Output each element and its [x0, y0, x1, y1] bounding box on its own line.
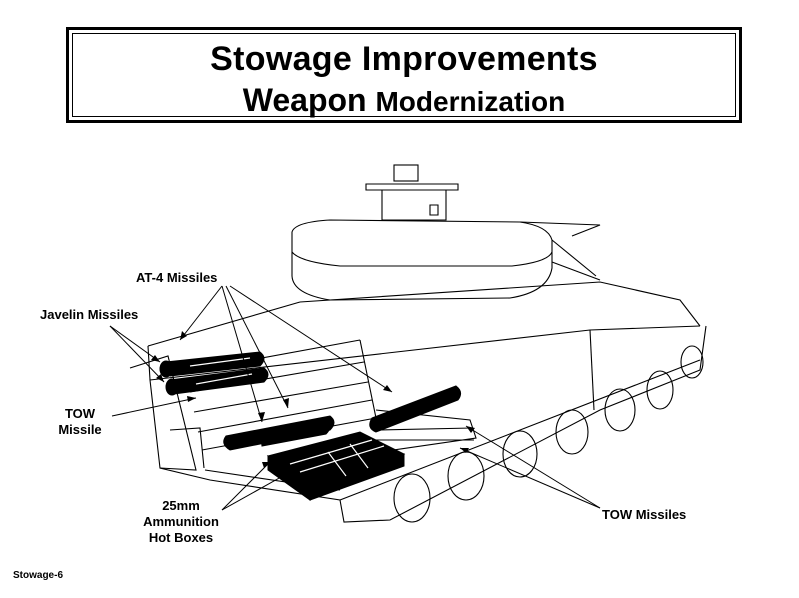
- label-tow-missiles: TOW Missiles: [602, 507, 687, 522]
- label-javelin-missiles: Javelin Missiles: [40, 307, 139, 322]
- title-line-2-modernization: Modernization: [375, 86, 566, 117]
- hull-top: [147, 281, 701, 411]
- turret-cupola: [365, 164, 459, 221]
- label-tow-missile: TOW Missile: [50, 406, 110, 438]
- arrowheads: [151, 331, 475, 473]
- label-tow-missile-line-1: TOW: [64, 406, 96, 421]
- rear-ramp-frame: [129, 355, 205, 471]
- title-line-2: Weapon Modernization: [69, 82, 739, 119]
- turret: [291, 219, 601, 301]
- label-ammunition-hot-boxes: 25mm Ammunition Hot Boxes: [128, 498, 234, 546]
- label-tow-missile-line-2: Missile: [58, 422, 102, 437]
- highlight-lines: [189, 357, 385, 477]
- missiles: [159, 351, 462, 501]
- ammunition-hot-boxes: [266, 431, 406, 501]
- label-ammo-line-1: 25mm: [162, 498, 200, 513]
- road-wheels: [393, 345, 704, 523]
- label-at4-missiles: AT-4 Missiles: [136, 270, 218, 285]
- leader-lines: [109, 285, 601, 511]
- slide-footer-id: Stowage-6: [13, 570, 64, 581]
- label-ammo-line-2: Ammunition: [143, 514, 219, 529]
- at4-missile-tubes: [223, 385, 462, 451]
- javelin-missile-tubes: [159, 351, 269, 396]
- title-line-2-weapon: Weapon: [242, 82, 367, 118]
- label-ammo-line-3: Hot Boxes: [148, 530, 214, 545]
- title-line-1: Stowage Improvements: [210, 40, 598, 78]
- title-box: Stowage Improvements Weapon Modernizatio…: [66, 27, 742, 123]
